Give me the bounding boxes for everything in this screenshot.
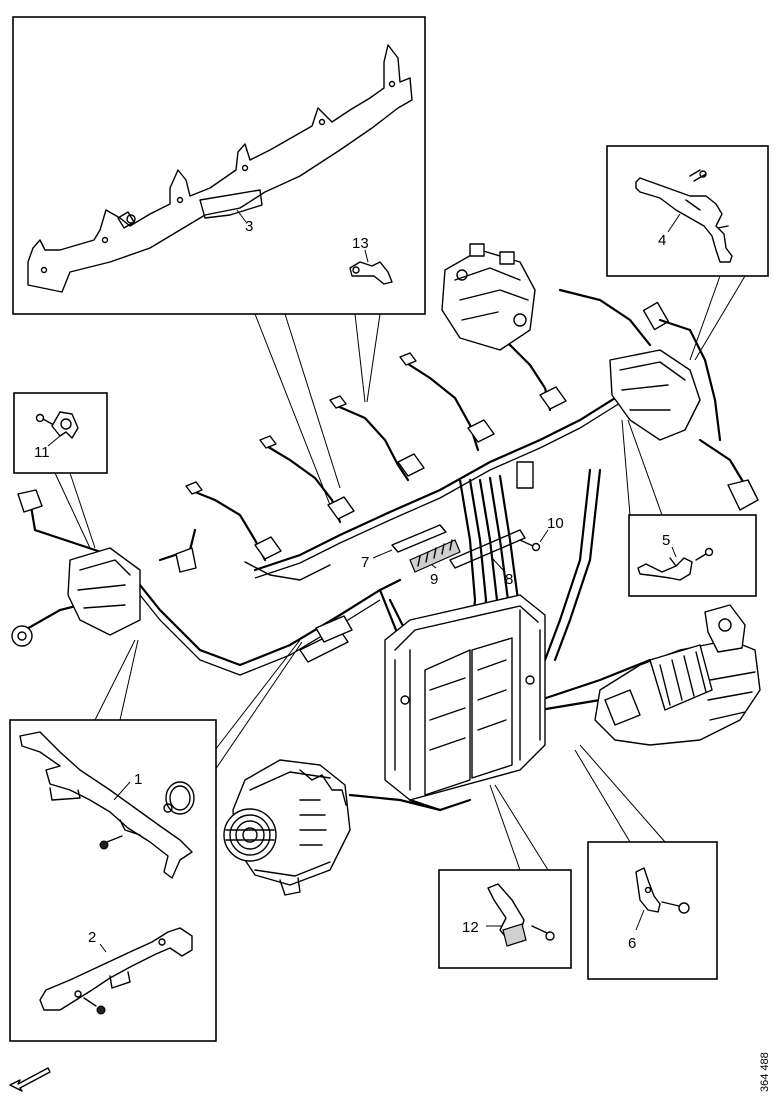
detail-box-bracket-4: 4 <box>606 145 769 361</box>
bracket-6 <box>635 867 661 913</box>
detail-box-brackets-1-2: 1 2 <box>9 719 217 1042</box>
callout-2: 2 <box>88 929 96 946</box>
clip-parts-7-9-10 <box>391 524 541 573</box>
starter-motor <box>594 604 761 746</box>
figure-reference-number: 364 488 <box>759 1052 771 1092</box>
direction-arrow-icon <box>9 1067 51 1092</box>
callout-7: 7 <box>361 554 369 571</box>
detail-box-bracket-12: 12 <box>438 784 572 969</box>
clip-13 <box>349 261 393 285</box>
callout-10: 10 <box>547 515 564 532</box>
detail-box-bracket-6: 6 <box>574 744 718 980</box>
callout-4: 4 <box>658 232 666 249</box>
bracket-5 <box>637 557 693 581</box>
injector-connectors <box>185 320 567 560</box>
callout-3: 3 <box>245 218 253 235</box>
alternator <box>223 759 351 896</box>
callout-6: 6 <box>628 935 636 952</box>
right-connector-group <box>516 288 759 511</box>
callout-13: 13 <box>352 235 369 252</box>
bracket-1 <box>19 731 193 879</box>
bracket-2 <box>39 927 193 1011</box>
detail-box-clip-11: 11 <box>13 392 108 549</box>
p-clip-11 <box>51 411 79 439</box>
callout-5: 5 <box>662 532 670 549</box>
detail-box-bracket-5: 5 <box>628 514 757 597</box>
callout-9: 9 <box>430 571 438 588</box>
detail-box-bracket-3: 3 13 <box>12 16 426 315</box>
engine-control-unit <box>384 594 546 801</box>
leader-lines-box-3 <box>254 313 381 506</box>
main-wiring-harness: 7 9 8 10 <box>11 243 759 812</box>
callout-11: 11 <box>34 444 50 461</box>
callout-12: 12 <box>462 919 479 936</box>
callout-8: 8 <box>505 571 513 588</box>
bracket-4 <box>635 177 733 263</box>
callout-1: 1 <box>134 771 142 788</box>
fuel-module <box>441 243 536 351</box>
